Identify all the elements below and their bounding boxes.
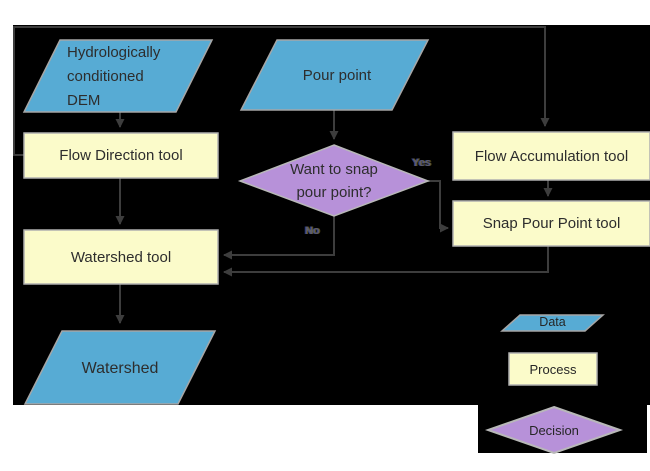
node-pour-point-shape: [239, 39, 430, 111]
legend-data-shape: [500, 314, 605, 332]
node-dem-shape: [22, 39, 214, 113]
edge-decision-no-to-watershed-tool: [223, 216, 335, 260]
node-snap-pour-point-shape: [452, 200, 650, 247]
node-watershed-tool-shape: [23, 229, 219, 285]
edge-snap-pour-point-to-watershed-tool: [223, 246, 549, 277]
node-watershed-shape: [23, 330, 217, 405]
edge-flow-direction-to-flow-accumulation: [13, 26, 550, 156]
node-flow-direction-shape: [23, 132, 219, 179]
node-flow-accumulation-shape: [452, 131, 650, 181]
legend-process-shape: [508, 352, 598, 386]
edge-label-no: No: [305, 225, 320, 237]
node-decision-shape: [237, 144, 431, 217]
legend-decision-shape: [484, 405, 624, 455]
edge-decision-yes-to-snap-pour-point: [428, 180, 449, 233]
edge-label-yes: Yes: [412, 157, 431, 169]
